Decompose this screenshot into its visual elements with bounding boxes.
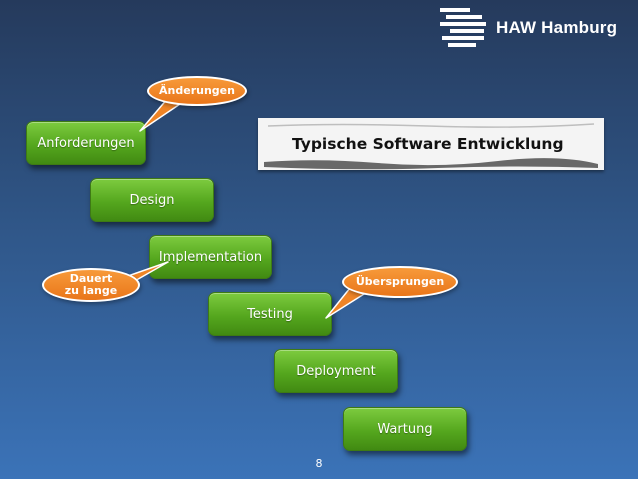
step-design: Design [90,178,214,222]
haw-stripes-icon [440,8,486,47]
brush-stroke-decoration [264,123,598,170]
callout-dauert-zu-lange: Dauert zu lange [42,268,140,302]
page-number: 8 [315,457,323,470]
step-testing: Testing [208,292,332,336]
callout-dauert-line2: zu lange [64,284,118,297]
callout-uebersprungen-text: Übersprungen [355,275,445,288]
step-anforderungen: Anforderungen [26,121,146,165]
slide-title: Typische Software Entwicklung [292,135,564,153]
title-banner: Typische Software Entwicklung [258,118,604,170]
step-implementation: Implementation [149,235,272,279]
step-wartung: Wartung [343,407,467,451]
logo-text: HAW Hamburg [496,18,618,37]
callout-dauert-line1: Dauert [69,272,113,285]
haw-hamburg-logo: HAW Hamburg [440,6,630,52]
callout-aenderungen-text: Änderungen [159,84,235,97]
callout-uebersprungen: Übersprungen [342,266,458,298]
callout-aenderungen: Änderungen [147,76,247,106]
step-deployment: Deployment [274,349,398,393]
